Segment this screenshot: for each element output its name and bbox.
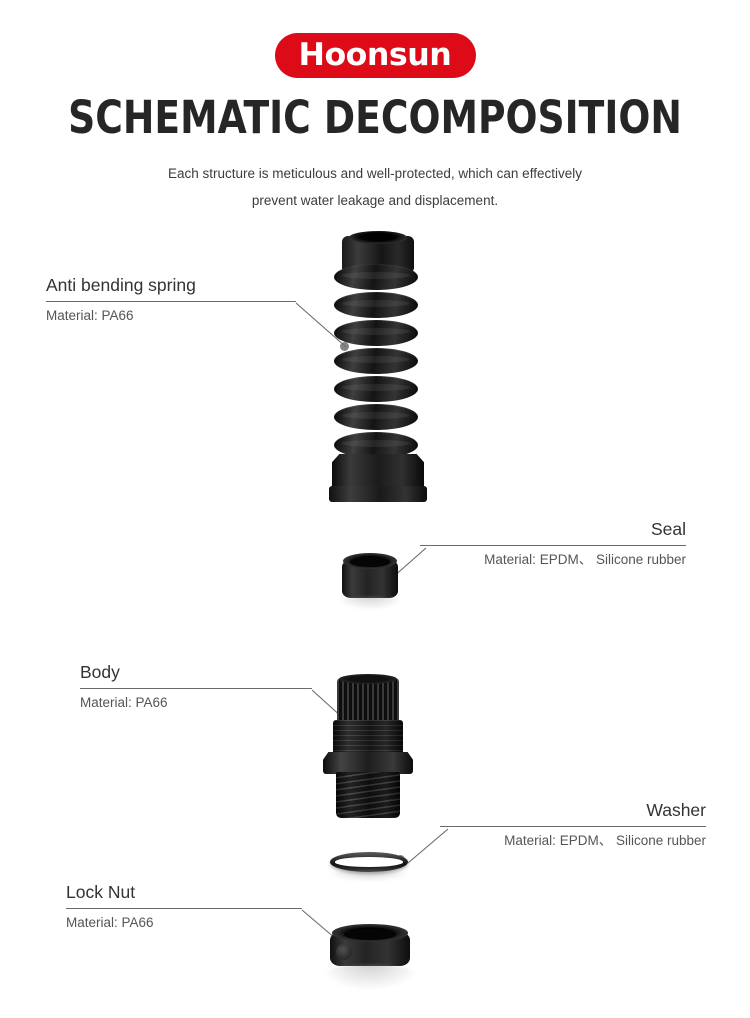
logo-pill: Hoonsun — [274, 33, 476, 78]
callout-washer: Washer Material: EPDM、 Silicone rubber — [440, 799, 706, 851]
part-image-lock-nut — [320, 924, 420, 990]
brand-logo: Hoonsun — [0, 33, 750, 78]
part-material-body: Material: PA66 — [80, 695, 168, 710]
part-image-washer — [326, 852, 412, 882]
callout-rule — [66, 908, 302, 909]
part-material-seal: Material: EPDM、 Silicone rubber — [484, 552, 686, 567]
callout-rule — [420, 545, 686, 546]
part-name-washer: Washer — [646, 800, 706, 820]
page-title: SCHEMATIC DECOMPOSITION — [68, 91, 682, 144]
leader-line-washer — [407, 828, 449, 864]
part-image-seal — [336, 553, 404, 610]
part-name-seal: Seal — [650, 519, 686, 539]
part-material-anti-bending-spring: Material: PA66 — [46, 308, 134, 323]
part-name-lock-nut: Lock Nut — [66, 882, 136, 902]
callout-rule — [80, 688, 312, 689]
callout-seal: Seal Material: EPDM、 Silicone rubber — [420, 518, 686, 570]
part-image-anti-bending-spring — [329, 231, 427, 504]
part-name-body: Body — [80, 662, 120, 682]
logo-text: Hoonsun — [298, 37, 452, 73]
part-material-washer: Material: EPDM、 Silicone rubber — [504, 833, 706, 848]
part-material-lock-nut: Material: PA66 — [66, 915, 154, 930]
callout-lock-nut: Lock Nut Material: PA66 — [66, 881, 302, 933]
subtitle-line-1: Each structure is meticulous and well-pr… — [168, 166, 582, 181]
part-name-anti-bending-spring: Anti bending spring — [46, 275, 196, 295]
page-subtitle: Each structure is meticulous and well-pr… — [95, 160, 655, 214]
subtitle-line-2: prevent water leakage and displacement. — [251, 193, 499, 208]
part-image-body — [323, 674, 413, 820]
callout-rule — [440, 826, 706, 827]
leader-line-anti-bending-spring — [295, 302, 347, 348]
callout-rule — [46, 301, 296, 302]
callout-anti-bending-spring: Anti bending spring Material: PA66 — [46, 274, 296, 326]
callout-body: Body Material: PA66 — [80, 661, 312, 713]
leader-dot-anti-bending-spring — [340, 342, 349, 351]
